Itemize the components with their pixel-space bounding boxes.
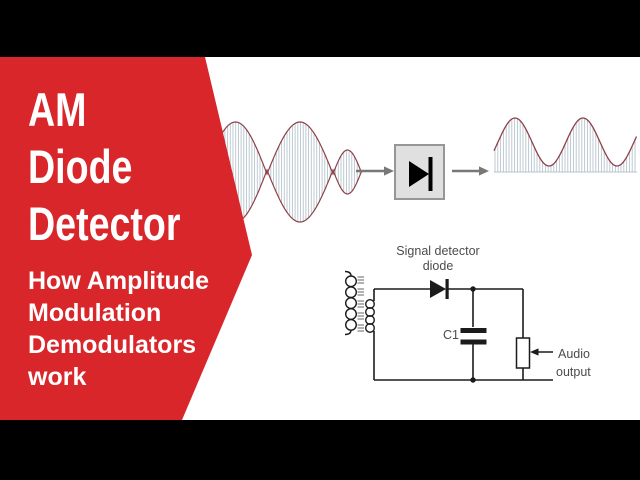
subtitle-line-2: Modulation [28, 299, 162, 327]
title-line-3: Detector [28, 197, 181, 250]
subtitle-line-1: How Amplitude [28, 267, 210, 295]
capacitor-label: C1 [443, 328, 459, 342]
transformer-secondary-coil [365, 299, 376, 334]
red-banner-shape [0, 57, 252, 420]
top-letterbox-bar [0, 0, 640, 57]
transformer-core [357, 276, 364, 332]
demodulated-signal-waveform [493, 117, 638, 173]
detector-diode-label-line2: diode [423, 259, 454, 273]
wiper-arrowhead [530, 348, 539, 356]
potentiometer-symbol [515, 337, 553, 369]
diode-icon [409, 157, 433, 191]
diode-block [394, 144, 445, 200]
capacitor-symbol [460, 328, 487, 345]
junction-dot-top [470, 286, 476, 292]
title: AM Diode Detector [28, 81, 181, 252]
transformer-symbol [344, 270, 376, 336]
demodulated-envelope [493, 117, 638, 167]
transformer-primary-coil [344, 270, 358, 336]
audio-output-label-line2: output [556, 365, 591, 379]
bottom-letterbox-bar [0, 420, 640, 480]
title-line-2: Diode [28, 140, 133, 193]
flow-arrow [452, 166, 489, 176]
detector-diode-label-line1: Signal detector [396, 244, 479, 258]
audio-output-label-line1: Audio [558, 347, 590, 361]
subtitle-line-3: Demodulators [28, 331, 197, 359]
series-diode-symbol [430, 279, 449, 299]
circuit-wiring [373, 288, 553, 381]
flow-arrow [356, 166, 394, 176]
am-envelope-top [203, 121, 363, 176]
title-line-1: AM [28, 83, 87, 136]
subtitle-line-4: work [28, 363, 87, 391]
subtitle: How Amplitude Modulation Demodulators wo… [28, 265, 209, 393]
junction-dot-bottom [470, 377, 476, 383]
